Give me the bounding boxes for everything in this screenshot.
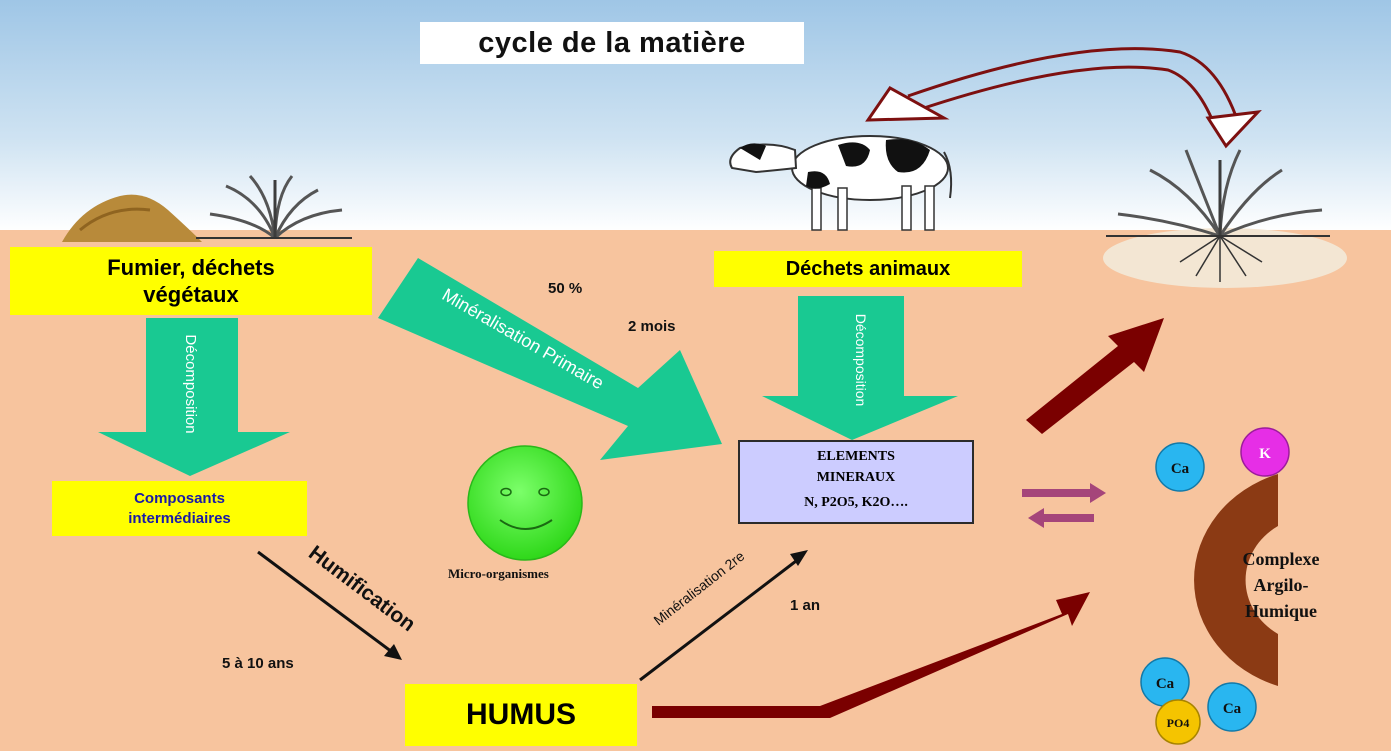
decomposition-right-label: Décomposition bbox=[853, 314, 869, 407]
grass-plant-left-icon bbox=[196, 174, 352, 240]
humus-label: HUMUS bbox=[466, 698, 576, 731]
fumier-label: Fumier, déchets végétaux bbox=[107, 255, 275, 307]
elements-line-1: ELEMENTS bbox=[817, 449, 895, 464]
five-ten-years-label: 5 à 10 ans bbox=[222, 655, 294, 672]
decomposition-left-label: Décomposition bbox=[182, 334, 199, 433]
ion-ca-bottom-left: Ca bbox=[1140, 657, 1190, 707]
clay-humus-complex bbox=[1194, 474, 1278, 686]
dechets-animaux-box: Déchets animaux bbox=[714, 251, 1022, 287]
cycle-arrow bbox=[865, 47, 1262, 149]
composants-box: Composants intermédiaires bbox=[52, 481, 307, 536]
elements-line-2: MINERAUX bbox=[816, 470, 896, 485]
grass-plant-right-icon bbox=[1103, 149, 1347, 288]
cow-icon bbox=[729, 135, 953, 231]
mineralisation-primaire-arrow bbox=[378, 258, 722, 460]
one-year-label: 1 an bbox=[790, 597, 821, 614]
ion-ca-top: Ca bbox=[1155, 442, 1205, 492]
svg-text:Ca: Ca bbox=[1171, 461, 1190, 477]
composants-label: Composants intermédiaires bbox=[128, 489, 231, 527]
ion-k: K bbox=[1240, 427, 1290, 477]
svg-text:K: K bbox=[1259, 446, 1271, 462]
complexe-line-3: Humique bbox=[1244, 601, 1318, 621]
humification-arrow bbox=[257, 550, 402, 660]
manure-pile-icon bbox=[62, 194, 202, 242]
decomposition-arrow-right bbox=[762, 296, 958, 440]
page-title: cycle de la matière bbox=[420, 22, 804, 64]
complexe-label: Complexe Argilo- Humique bbox=[1226, 546, 1336, 624]
elements-line-3: N, P2O5, K2O…. bbox=[804, 495, 908, 510]
mineralisation-2re-arrow bbox=[639, 550, 808, 682]
dark-red-arrow-plant bbox=[1026, 318, 1164, 434]
elements-mineraux-box: ELEMENTS MINERAUX N, P2O5, K2O…. bbox=[738, 440, 974, 524]
svg-text:Ca: Ca bbox=[1223, 701, 1242, 717]
decomposition-arrow-left bbox=[98, 318, 290, 476]
dechets-animaux-label: Déchets animaux bbox=[785, 257, 951, 280]
exchange-arrows bbox=[1022, 483, 1106, 528]
ion-po4: PO4 bbox=[1155, 699, 1201, 745]
fumier-box: Fumier, déchets végétaux bbox=[10, 247, 372, 315]
humus-box: HUMUS bbox=[405, 684, 637, 746]
ion-ca-bottom-right: Ca bbox=[1207, 682, 1257, 732]
complexe-line-1: Complexe bbox=[1242, 549, 1320, 569]
two-months-label: 2 mois bbox=[628, 318, 676, 335]
svg-text:PO4: PO4 bbox=[1167, 716, 1190, 730]
micro-organismes-label: Micro-organismes bbox=[448, 566, 549, 581]
smiley-face-icon bbox=[467, 445, 583, 561]
dark-red-arrow-complexe bbox=[652, 592, 1090, 718]
percent-label: 50 % bbox=[548, 280, 583, 297]
complexe-line-2: Argilo- bbox=[1253, 575, 1309, 595]
svg-text:Ca: Ca bbox=[1156, 676, 1175, 692]
